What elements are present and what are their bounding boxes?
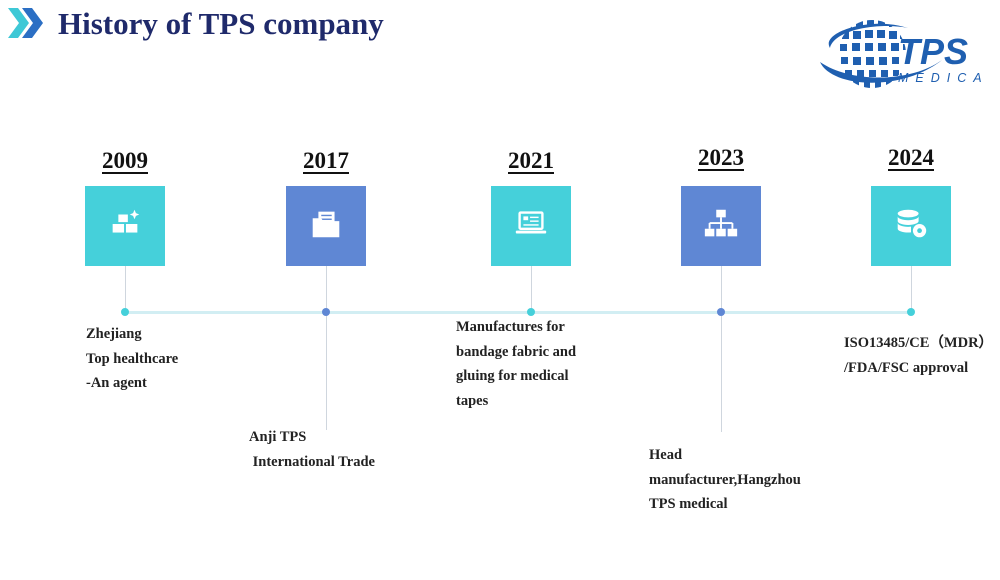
timeline-description: ISO13485/CE（MDR） /FDA/FSC approval bbox=[844, 331, 993, 380]
timeline-connector bbox=[326, 266, 327, 430]
logo-subtext: MEDICA bbox=[898, 71, 989, 85]
description-line: ISO13485/CE（MDR） bbox=[844, 335, 994, 351]
description-line: -An agent bbox=[86, 375, 147, 391]
timeline-icon-box bbox=[871, 186, 951, 266]
timeline-icon-box bbox=[85, 186, 165, 266]
description-line: Top healthcare bbox=[86, 350, 179, 367]
timeline-dot bbox=[527, 308, 535, 316]
sitemap-icon bbox=[702, 205, 740, 247]
description-line: Anji TPS bbox=[249, 429, 307, 445]
timeline-connector bbox=[721, 266, 722, 432]
timeline-connector bbox=[531, 266, 532, 312]
laptop-icon bbox=[512, 205, 550, 247]
timeline-axis bbox=[125, 311, 912, 314]
description-line: /FDA/FSC approval bbox=[844, 359, 969, 376]
timeline-connector bbox=[125, 266, 126, 312]
page-title: History of TPS company bbox=[58, 6, 384, 41]
tps-medica-logo: TPS MEDICA bbox=[820, 20, 989, 88]
timeline-dot bbox=[121, 308, 129, 316]
timeline-description: Anji TPS International Trade bbox=[249, 425, 375, 474]
database-gear-icon bbox=[892, 205, 930, 247]
logo-text: TPS bbox=[898, 31, 968, 72]
timeline-year: 2009 bbox=[102, 148, 148, 173]
timeline-dot bbox=[907, 308, 915, 316]
description-line: Head bbox=[649, 447, 683, 463]
timeline-icon-box bbox=[681, 186, 761, 266]
timeline-connector bbox=[911, 266, 912, 312]
chevron-right-icon bbox=[8, 8, 43, 38]
timeline-year: 2024 bbox=[888, 145, 934, 170]
timeline-year: 2021 bbox=[508, 148, 554, 173]
description-line: manufacturer,Hangzhou bbox=[649, 471, 801, 488]
description-line: gluing for medical bbox=[456, 368, 569, 384]
timeline-icon-box bbox=[491, 186, 571, 266]
folder-icon bbox=[307, 205, 345, 247]
timeline-year: 2017 bbox=[303, 148, 349, 173]
description-line: International Trade bbox=[249, 453, 375, 470]
description-line: TPS medical bbox=[649, 496, 728, 512]
description-line: Manufactures for bbox=[456, 319, 565, 335]
timeline-description: Manufactures for bandage fabric and gluing… bbox=[456, 315, 576, 413]
gold-bars-icon bbox=[106, 205, 144, 247]
timeline-dot bbox=[717, 308, 725, 316]
timeline-icon-box bbox=[286, 186, 366, 266]
timeline-dot bbox=[322, 308, 330, 316]
description-line: tapes bbox=[456, 392, 489, 409]
description-line: bandage fabric and bbox=[456, 343, 577, 360]
description-line: Zhejiang bbox=[86, 326, 142, 342]
timeline-year: 2023 bbox=[698, 145, 744, 170]
